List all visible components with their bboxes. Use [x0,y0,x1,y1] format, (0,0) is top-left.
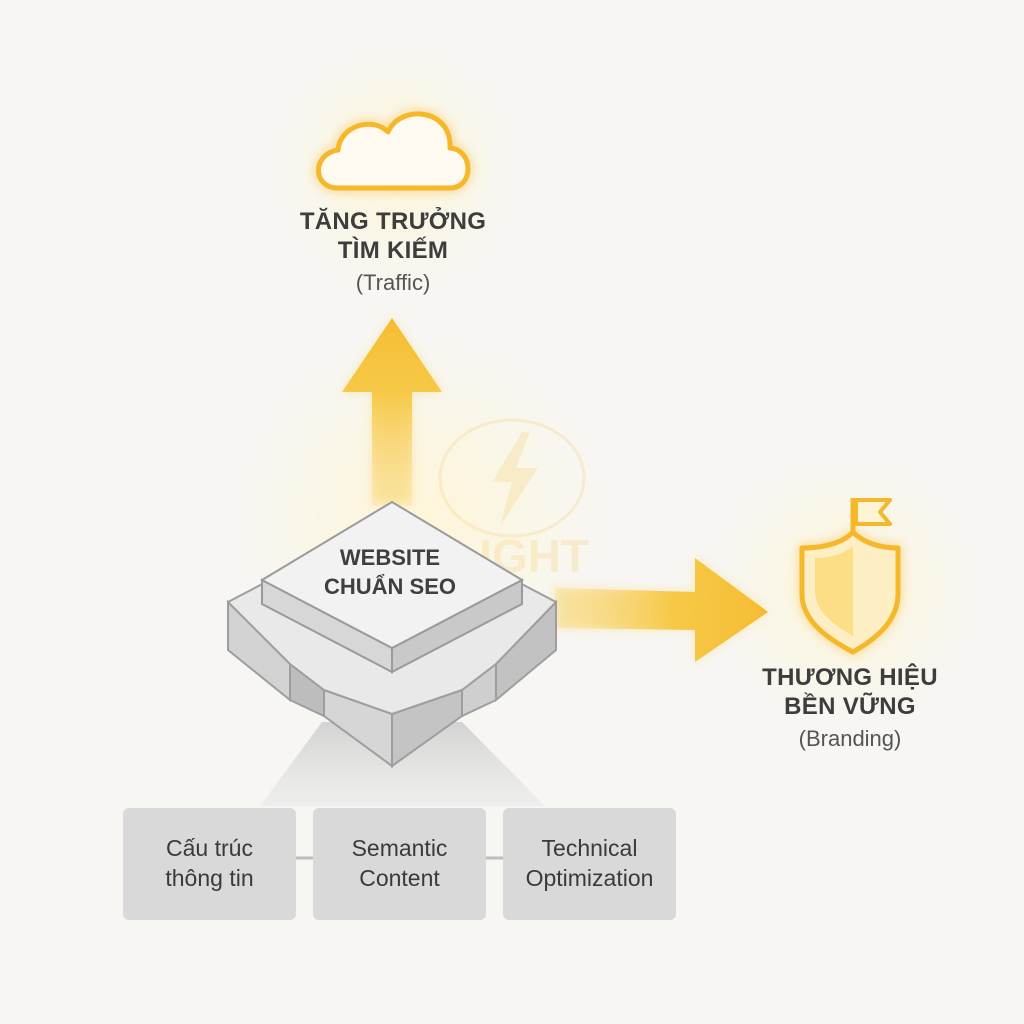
pillar-2-line1: Semantic [351,835,448,862]
center-block-line1: WEBSITE [339,545,441,570]
branding-title-line2: BỀN VỮNG [784,692,916,720]
growth-subtitle: (Traffic) [355,269,431,295]
shield-flag-icon [799,498,901,655]
top-block [259,500,525,674]
growth-label: TĂNG TRƯỞNG TÌM KIẾM (Traffic) [243,208,543,296]
center-block-label: WEBSITE CHUẨN SEO [290,544,490,601]
branding-label: THƯƠNG HIỆU BỀN VỮNG (Branding) [700,664,1000,752]
support-cone [260,722,545,806]
pillar-3-line2: Optimization [525,865,654,891]
pillar-1-line2: thông tin [165,865,254,891]
pillar-semantic-content: Semantic Content [313,808,486,920]
pillar-technical-optimization: Technical Optimization [503,808,676,920]
branding-title-line1: THƯƠNG HIỆU [762,664,938,691]
watermark-logo: LIGHT [438,418,589,582]
pillar-2-line2: Content [359,865,440,891]
cloud-icon [315,110,472,192]
pillar-1-line1: Cấu trúc [166,835,253,862]
growth-title-line1: TĂNG TRƯỞNG [299,208,487,235]
growth-title-line2: TÌM KIẾM [337,236,449,264]
pillar-information-structure: Cấu trúc thông tin [123,808,296,920]
pillar-3-line1: Technical [541,835,638,862]
center-block-line2: CHUẨN SEO [323,573,456,599]
branding-subtitle: (Branding) [798,725,902,751]
